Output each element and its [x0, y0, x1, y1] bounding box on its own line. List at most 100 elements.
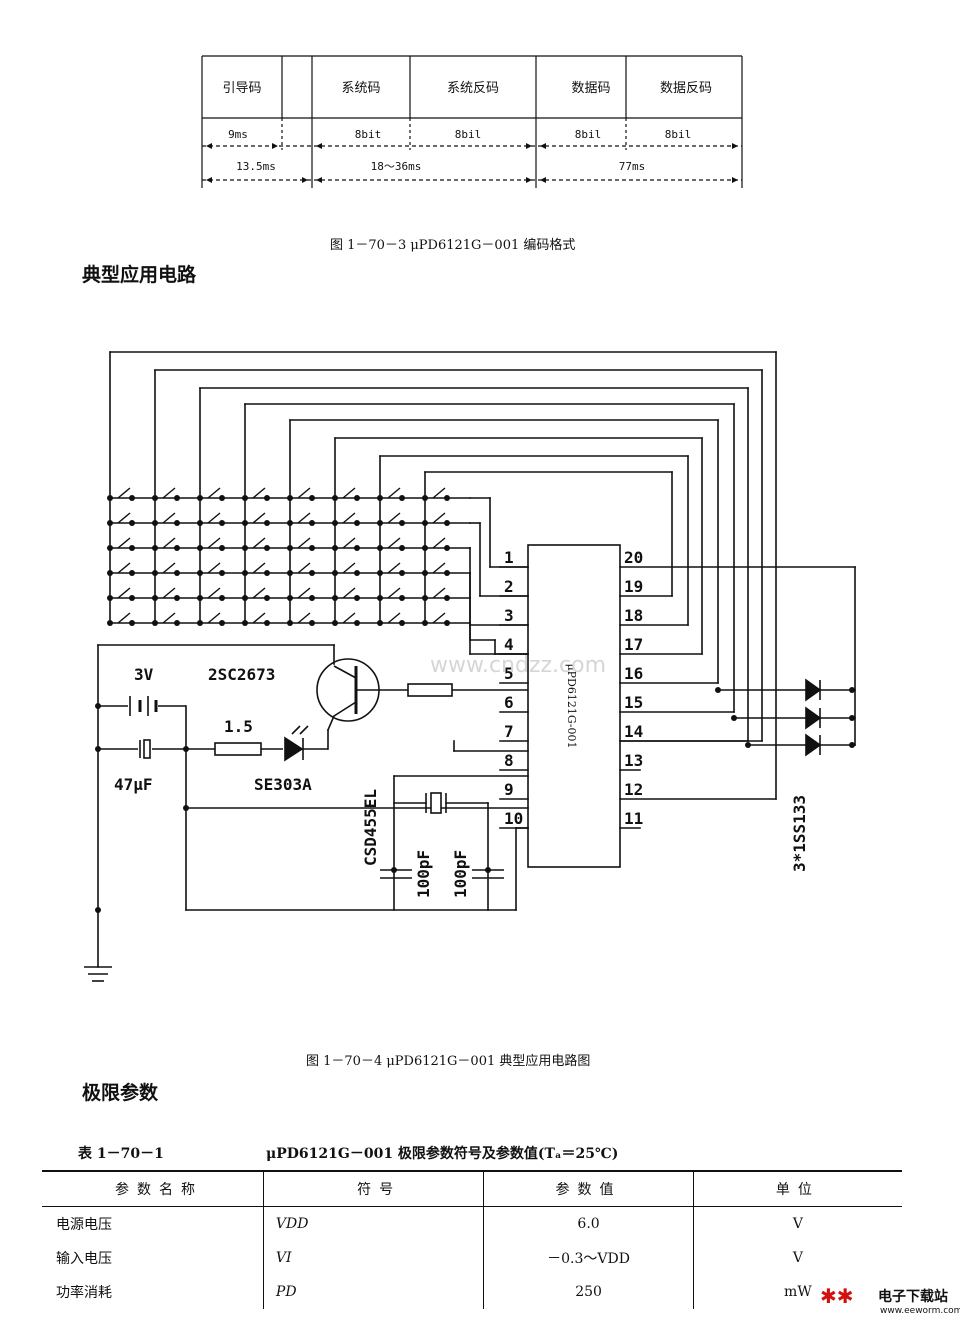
key-switch: [297, 512, 311, 524]
diode: [805, 678, 822, 702]
key-switch: [252, 487, 266, 499]
junction-dot: [219, 545, 225, 551]
junction-dot: [354, 495, 360, 501]
key-switch: [162, 537, 176, 549]
junction-dot: [422, 620, 428, 626]
junction-dot: [107, 595, 113, 601]
pin-label-left: 6: [504, 693, 514, 712]
junction-dot: [107, 495, 113, 501]
section-title-circuit: 典型应用电路: [82, 264, 197, 286]
key-switch: [432, 537, 446, 549]
junction-dot: [183, 805, 189, 811]
pin-label-right: 14: [624, 722, 643, 741]
junction-dot: [287, 545, 293, 551]
junction-dot: [354, 520, 360, 526]
key-switch: [162, 612, 176, 624]
circuit-caption: 图 1－70－4 μPD6121G－001 典型应用电路图: [306, 1054, 591, 1069]
pin-label-left: 7: [504, 722, 514, 741]
junction-dot: [174, 595, 180, 601]
pin-label-right: 13: [624, 751, 643, 770]
junction-dot: [264, 520, 270, 526]
key-switch: [342, 487, 356, 499]
junction-dot: [377, 595, 383, 601]
span-leader: 13.5ms: [236, 160, 276, 173]
junction-dot: [197, 620, 203, 626]
junction-dot: [332, 520, 338, 526]
junction-dot: [174, 570, 180, 576]
junction-dot: [332, 545, 338, 551]
key-switch: [252, 512, 266, 524]
junction-dot: [287, 620, 293, 626]
junction-dot: [377, 545, 383, 551]
junction-dot: [332, 495, 338, 501]
capacitor-label: 47μF: [114, 775, 153, 794]
junction-dot: [107, 545, 113, 551]
table-row: 电源电压 VDD 6.0 V: [42, 1206, 902, 1241]
junction-dot: [444, 520, 450, 526]
key-switch: [207, 537, 221, 549]
junction-dot: [152, 570, 158, 576]
junction-dot: [242, 570, 248, 576]
junction-dot: [197, 495, 203, 501]
junction-dot: [264, 495, 270, 501]
junction-dot: [107, 620, 113, 626]
key-switch: [252, 587, 266, 599]
junction-dot: [107, 520, 113, 526]
row-value: 6.0: [483, 1206, 694, 1241]
width-leader: 9ms: [228, 128, 248, 141]
logo-url: www.eeworm.com: [880, 1306, 960, 1316]
pin-label-left: 4: [504, 635, 514, 654]
key-switch: [297, 537, 311, 549]
key-switch: [432, 562, 446, 574]
row-name: 功率消耗: [56, 1285, 112, 1301]
key-switch: [432, 587, 446, 599]
key-switch: [117, 487, 131, 499]
key-switch: [252, 562, 266, 574]
junction-dot: [399, 545, 405, 551]
site-logo: ✱✱ 电子下载站 www.eeworm.com: [820, 1282, 960, 1320]
junction-dot: [129, 495, 135, 501]
resonator-label: CSD455EL: [361, 789, 380, 866]
header-symbol: 符号: [262, 1170, 484, 1207]
row-symbol: VDD: [262, 1206, 484, 1241]
pin-label-left: 8: [504, 751, 514, 770]
junction-dot: [444, 495, 450, 501]
diode: [805, 733, 822, 757]
logo-bug-icon: ✱✱: [820, 1284, 854, 1308]
pin-label-right: 20: [624, 548, 643, 567]
junction-dot: [152, 620, 158, 626]
key-switch: [297, 587, 311, 599]
junction-dot: [377, 495, 383, 501]
transistor-label: 2SC2673: [208, 665, 275, 684]
cap2-label: 100pF: [451, 850, 470, 898]
junction-dot: [354, 570, 360, 576]
junction-dot: [152, 495, 158, 501]
junction-dot: [309, 545, 315, 551]
junction-dot: [242, 520, 248, 526]
ic-label: μPD6121G-001: [565, 663, 578, 748]
junction-dot: [129, 570, 135, 576]
junction-dot: [399, 520, 405, 526]
resistor-label: 1.5: [224, 717, 253, 736]
battery-label: 3V: [134, 665, 154, 684]
row-symbol: VI: [262, 1241, 484, 1275]
junction-dot: [264, 620, 270, 626]
width-system-inverse: 8bil: [455, 128, 482, 141]
junction-dot: [354, 595, 360, 601]
key-switch: [342, 562, 356, 574]
pin-label-right: 11: [624, 809, 643, 828]
key-switch: [297, 562, 311, 574]
junction-dot: [242, 620, 248, 626]
junction-dot: [242, 495, 248, 501]
junction-dot: [287, 520, 293, 526]
pin-label-left: 10: [504, 809, 523, 828]
width-data: 8bil: [575, 128, 602, 141]
key-switch: [432, 612, 446, 624]
pin-label-left: 2: [504, 577, 514, 596]
row-name: 电源电压: [56, 1217, 112, 1233]
junction-dot: [377, 520, 383, 526]
key-switch: [432, 512, 446, 524]
junction-dot: [129, 520, 135, 526]
row-value: －0.3～VDD: [483, 1241, 694, 1275]
junction-dot: [287, 495, 293, 501]
